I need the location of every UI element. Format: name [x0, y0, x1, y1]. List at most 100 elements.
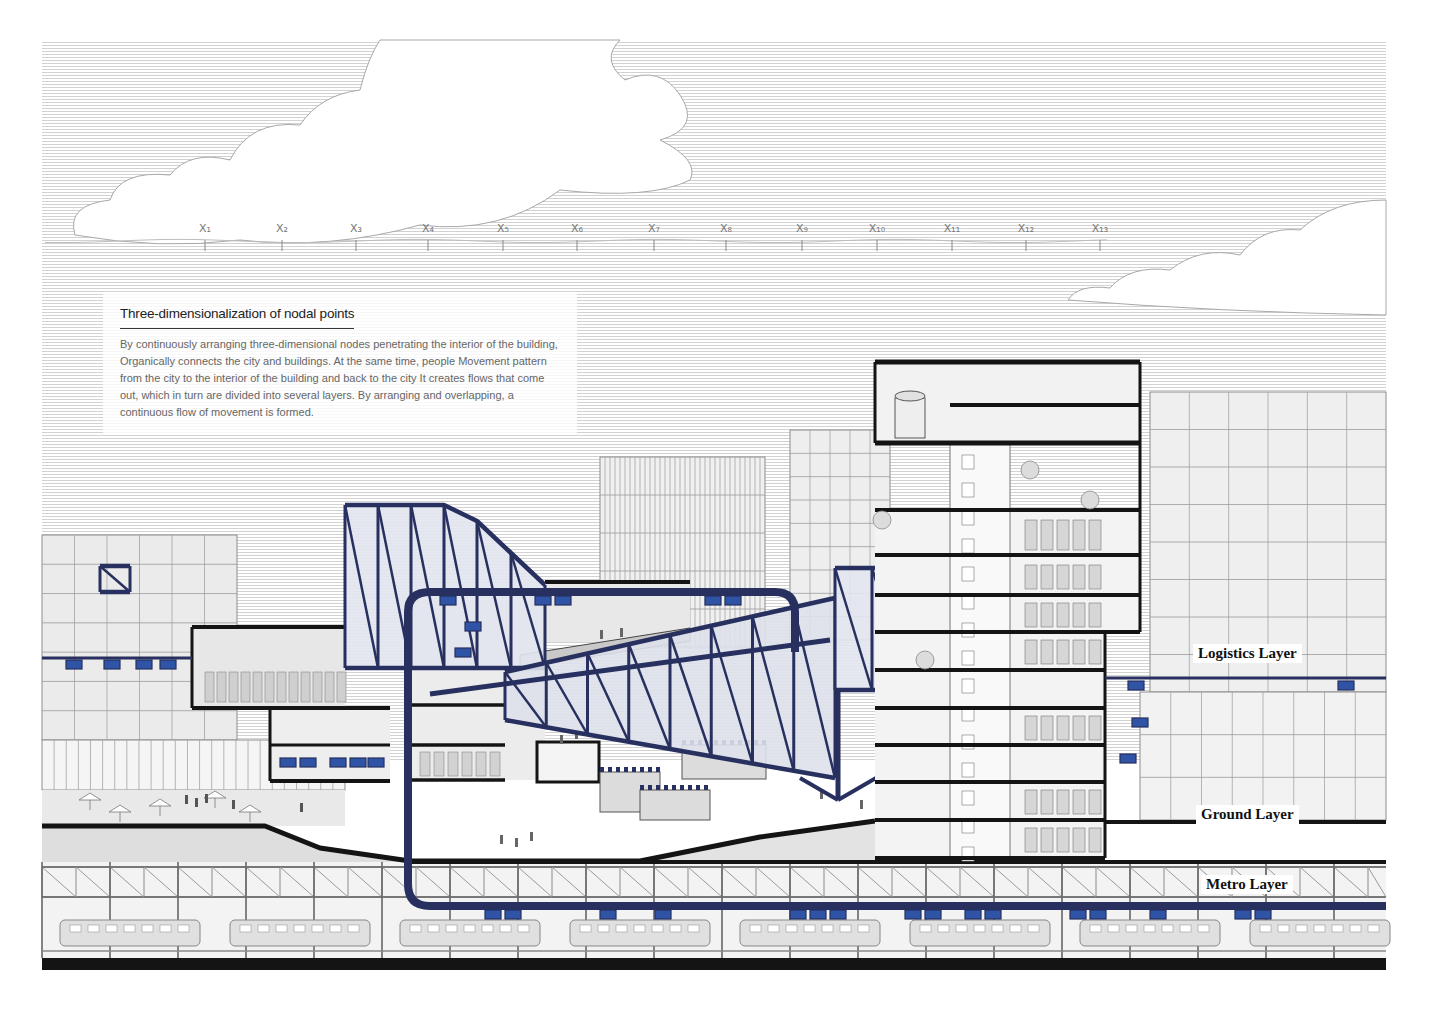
truss-leg [800, 778, 838, 800]
stall-awning [640, 767, 644, 772]
umbrella [149, 799, 171, 806]
tower-core [950, 443, 1010, 858]
grid-axis-tick [726, 240, 727, 251]
train-window [70, 925, 81, 932]
glass-facade-mullion [187, 740, 188, 790]
train-window [1180, 925, 1191, 932]
office-tower-mullion [710, 457, 711, 647]
metro-truss-diagonal [994, 867, 1028, 897]
stacked-goods [217, 672, 226, 702]
grid-axis-label: X₁ [199, 222, 211, 235]
glass-facade-mullion [175, 740, 176, 790]
storage-rack [1089, 716, 1101, 740]
storage-rack [1073, 603, 1085, 627]
stacked-goods [476, 752, 486, 776]
small-truss-top-chord [100, 564, 130, 569]
left-node-truss-glazing [345, 505, 545, 668]
grid-axis-label: X₄ [422, 222, 434, 235]
floor-slab [875, 706, 1105, 710]
train-window [1278, 925, 1289, 932]
ground-slab [42, 826, 410, 862]
train-window [518, 925, 529, 932]
train-window [1090, 925, 1101, 932]
office-tower-mullion [730, 457, 731, 647]
core-window [962, 567, 974, 581]
metro-truss-post [824, 867, 825, 897]
train-window [634, 925, 645, 932]
logistics-box [905, 910, 921, 919]
train-window [598, 925, 609, 932]
storage-rack [1057, 520, 1069, 550]
person [560, 735, 563, 744]
logistics-box [1150, 910, 1166, 919]
metro-train [230, 920, 370, 946]
storage-rack [1025, 520, 1037, 550]
roof-slab [875, 360, 1140, 365]
train-window [1314, 925, 1325, 932]
metro-train [740, 920, 880, 946]
train-window [464, 925, 475, 932]
metro-truss-post [416, 867, 417, 897]
glass-facade-mullion [248, 740, 249, 790]
metro-truss-diagonal [1028, 867, 1062, 897]
grid-axis-tick [802, 240, 803, 251]
bridge-truss-post [504, 672, 507, 720]
logistics-box [1090, 910, 1106, 919]
logistics-box [705, 596, 721, 605]
core-window [962, 539, 974, 553]
panel-body: By continuously arranging three-dimensio… [120, 336, 561, 421]
plaza-floor [42, 790, 345, 826]
storage-rack [1041, 640, 1053, 664]
storage-rack [1073, 640, 1085, 664]
ground-slab [410, 822, 875, 862]
logistics-box [465, 622, 481, 631]
storage-rack [1089, 790, 1101, 814]
stall-awning [656, 785, 660, 790]
logistics-track [1105, 677, 1386, 680]
train-window [974, 925, 985, 932]
stacked-goods [490, 752, 500, 776]
grid-axis-label: X₁₃ [1092, 222, 1108, 235]
text-panel: Three-dimensionalization of nodal points… [103, 292, 577, 433]
metro-truss-diagonal [756, 867, 790, 897]
metro-train [1250, 920, 1390, 946]
container-stack-mullion [74, 535, 75, 740]
logistics-box [830, 910, 846, 919]
stacked-goods [301, 672, 310, 702]
metro-truss-post [552, 867, 553, 897]
logistics-box [104, 660, 120, 669]
grid-axis-tick [877, 240, 878, 251]
train-window [446, 925, 457, 932]
grid-axis-tick [1026, 240, 1027, 251]
layer-label: Ground Layer [1196, 805, 1299, 824]
small-truss [100, 566, 130, 592]
grid-axis-tick [577, 240, 578, 251]
logistics-track [42, 657, 192, 660]
left-node-truss-diagonal [511, 553, 545, 668]
storage-rack [1025, 716, 1037, 740]
storage-rack [1073, 790, 1085, 814]
storage-rack [1057, 790, 1069, 814]
cloud [1068, 200, 1386, 315]
logistics-box [350, 758, 366, 767]
metro-truss-diagonal [76, 867, 110, 897]
metro-truss-diagonal [110, 867, 144, 897]
residential-tower-floor-line [790, 500, 890, 501]
stall-awning [600, 767, 604, 772]
core-window [962, 791, 974, 805]
left-node-truss-diagonal [345, 505, 378, 668]
stacked-goods [253, 672, 262, 702]
train-window [840, 925, 851, 932]
grid-axis-tick [1100, 240, 1101, 251]
metro-truss-post [620, 867, 621, 897]
logistics-box [1070, 910, 1086, 919]
left-node-truss-post [377, 505, 380, 668]
metro-truss-diagonal [654, 867, 688, 897]
umbrella [109, 805, 131, 812]
metro-truss-chord [42, 896, 1386, 898]
train-window [1108, 925, 1119, 932]
metro-truss-diagonal [178, 867, 212, 897]
stacked-goods [313, 672, 322, 702]
residential-tower-floor-line [790, 453, 890, 454]
